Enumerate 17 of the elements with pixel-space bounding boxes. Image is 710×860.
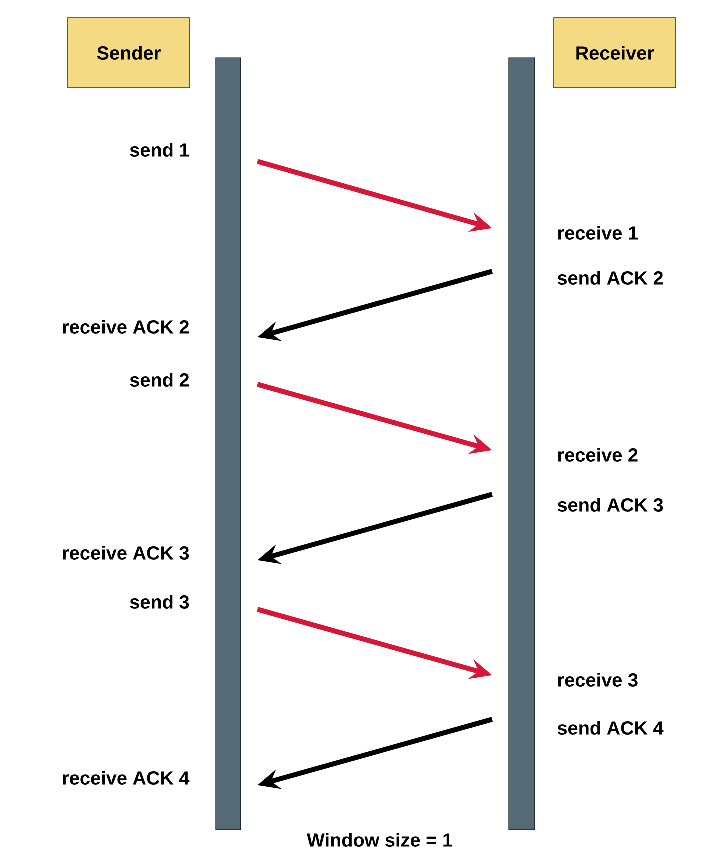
- step-label: send ACK 2: [558, 271, 664, 285]
- step-label: receive 1: [558, 226, 638, 240]
- step-label: send 3: [130, 595, 190, 609]
- step-label: receive ACK 2: [63, 320, 189, 334]
- step-label: receive 2: [558, 448, 638, 462]
- step-label: send 1: [130, 143, 190, 157]
- caption: Window size = 1: [307, 833, 452, 847]
- timeline-bar: [216, 58, 242, 830]
- step-label: receive 3: [558, 673, 638, 687]
- step-label: receive ACK 4: [63, 771, 190, 785]
- label-box: Receiver: [554, 18, 676, 88]
- step-label: receive ACK 3: [63, 546, 190, 560]
- step-label: send ACK 3: [558, 498, 664, 512]
- label-box: Sender: [68, 18, 190, 88]
- step-label: send 2: [130, 373, 190, 387]
- step-label: send ACK 4: [558, 721, 664, 735]
- timeline-bar: [508, 58, 536, 830]
